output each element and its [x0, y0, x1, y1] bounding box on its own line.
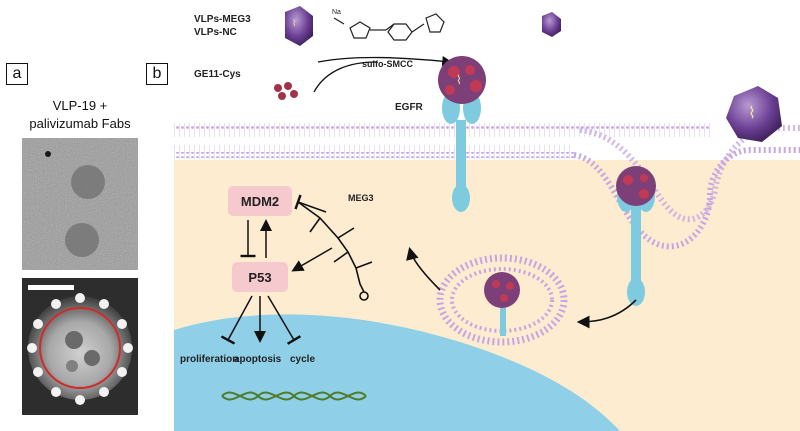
panel-a-label: a [6, 63, 28, 85]
meg3-inhibits-mdm2 [294, 194, 327, 213]
endosome-receptor [500, 296, 506, 336]
egfr-label: EGFR [395, 102, 424, 113]
meg3-activates-p53 [291, 247, 333, 272]
p53-box [232, 262, 288, 292]
svg-text:⌇: ⌇ [456, 73, 462, 87]
vlp-large-icon [726, 86, 782, 142]
outcome-apoptosis: apoptosis [234, 354, 282, 365]
p53-label: P53 [248, 270, 271, 285]
endosome [436, 254, 568, 346]
ge11-peptide-icon [274, 82, 298, 100]
scale-bar [28, 285, 74, 290]
panel-a-caption-line1: VLP-19 + [52, 98, 108, 113]
mdm2-box [228, 186, 292, 216]
sulfo-smcc-structure [333, 13, 445, 41]
endosomal-vlp [484, 272, 520, 308]
conjugated-vlp: ⌇ [438, 56, 486, 104]
release-arrow [406, 246, 441, 291]
mdm2-label: MDM2 [241, 194, 279, 209]
nucleus [174, 314, 620, 431]
p53-inhibits-cycle [267, 295, 302, 345]
vlp-nc-icon [542, 12, 561, 37]
endocytosis-arrow [576, 299, 637, 329]
meg3-label: MEG3 [348, 193, 374, 203]
dna-helix [221, 391, 367, 401]
mechanism-diagram: ⌇ VLPs-MEG3 VLPs-NC Na sulfo-SMCC GE11-C… [174, 6, 800, 431]
vlp-meg3-icon [285, 6, 313, 46]
outcome-cycle: cycle [290, 354, 315, 365]
reaction-arrow [317, 56, 453, 67]
cell-membrane [174, 123, 800, 250]
vlp-nc-label: VLPs-NC [194, 27, 237, 38]
micrograph-image [22, 138, 138, 270]
panel-a-caption-line2: palivizumab Fabs [29, 116, 131, 131]
reaction-arrow-lower [313, 61, 377, 93]
reaction-label: sulfo-SMCC [362, 59, 413, 69]
sodium-label: Na [332, 9, 341, 16]
vlp-meg3-label: VLPs-MEG3 [194, 14, 251, 25]
internalizing-vlp [616, 166, 656, 206]
panel-b-label: b [146, 63, 168, 85]
ge11-label: GE11-Cys [194, 69, 241, 80]
vlp-genome-glyph: ⌇ [292, 18, 296, 28]
meg3-rna [297, 201, 373, 301]
p53-inhibits-proliferation [220, 295, 253, 345]
class-average-image [22, 278, 138, 415]
outcome-proliferation: proliferation [180, 354, 238, 365]
svg-text:⌇: ⌇ [748, 105, 756, 122]
